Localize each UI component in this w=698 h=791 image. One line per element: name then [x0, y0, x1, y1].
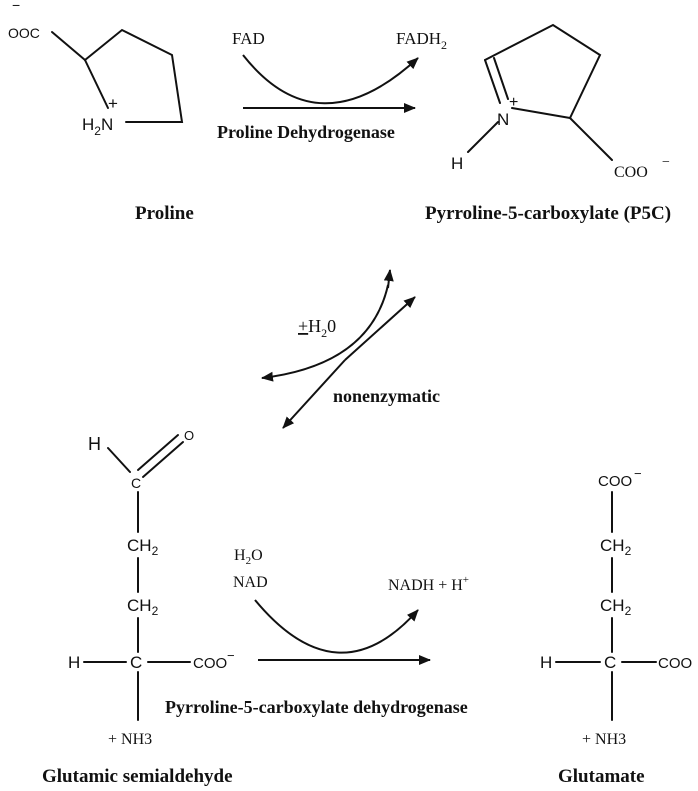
step2-arrow-down — [282, 359, 346, 429]
step3-cofactor-out: NADH + H+ — [388, 574, 469, 594]
proline-plus: + — [108, 94, 118, 113]
glutamate-minus: − — [634, 466, 642, 481]
p5c-carboxylate: COO — [614, 164, 648, 181]
glutamate-structure: COO − CH2 CH2 H C COO + NH3 Glutamate — [540, 466, 692, 787]
step3-enzyme: Pyrroline-5-carboxylate dehydrogenase — [165, 697, 468, 717]
step1-enzyme: Proline Dehydrogenase — [217, 122, 395, 142]
step1-reaction: FAD FADH2 Proline Dehydrogenase — [217, 29, 447, 142]
step3-water: H2O — [234, 547, 263, 567]
proline-ring — [84, 28, 184, 123]
proline-carboxylate-label: OOC — [8, 25, 40, 41]
p5c-plus: + — [509, 94, 518, 111]
gsa-minus: − — [227, 648, 235, 663]
gsa-co-double-bond — [137, 434, 184, 478]
p5c-double-bond — [484, 57, 509, 104]
step2-water-curve-head — [383, 269, 394, 289]
glutamate-ch2-1: CH2 — [600, 536, 632, 558]
gsa-h-alpha: H — [68, 653, 80, 672]
step1-cofactor-arrow — [242, 54, 419, 105]
gsa-amine: + NH3 — [108, 731, 152, 748]
glutamate-name: Glutamate — [558, 766, 645, 787]
p5c-n: N — [497, 110, 509, 129]
p5c-nh-bond — [467, 121, 499, 153]
step2-reaction: +H20 nonenzymatic — [261, 269, 440, 429]
gsa-c: C — [131, 475, 141, 491]
step2-water-curve-arrow — [261, 284, 389, 382]
step3-reaction: H2O NAD NADH + H+ Pyrroline-5-carboxylat… — [165, 547, 469, 717]
p5c-ring — [484, 23, 602, 120]
proline-minus: − — [12, 0, 20, 13]
step3-cofactor-arrow — [254, 599, 419, 654]
gsa-o: O — [184, 428, 194, 443]
glutamate-carboxylate-top: COO — [598, 473, 632, 490]
step1-cofactor-out: FADH2 — [396, 29, 447, 52]
glutamate-amine: + NH3 — [582, 731, 626, 748]
gsa-ch2-2: CH2 — [127, 596, 159, 618]
step2-arrow-up — [344, 296, 416, 361]
step1-cofactor-in: FAD — [232, 29, 265, 48]
glutamate-ch2-2: CH2 — [600, 596, 632, 618]
step3-cofactor-in: NAD — [233, 574, 268, 591]
proline-name: Proline — [135, 203, 194, 224]
proline-structure: − OOC H2N + Proline — [8, 0, 194, 224]
step2-label: nonenzymatic — [333, 386, 440, 406]
p5c-structure: N + H COO − Pyrroline-5-carboxylate (P5C… — [425, 23, 671, 224]
proline-carboxyl-bond — [51, 31, 86, 61]
p5c-h: H — [451, 154, 463, 173]
gsa-hc-bond — [107, 447, 131, 473]
gsa-structure: H O C CH2 CH2 H C COO − + NH3 Glutamic s… — [42, 428, 235, 787]
gsa-name: Glutamic semialdehyde — [42, 766, 233, 787]
p5c-minus: − — [662, 155, 670, 170]
glutamate-c-alpha: C — [604, 653, 616, 672]
gsa-ch2-1: CH2 — [127, 536, 159, 558]
proline-ring-n-bond — [84, 59, 109, 109]
gsa-h: H — [88, 434, 101, 454]
p5c-carboxyl-bond — [569, 117, 613, 161]
glutamate-carboxylate: COO — [658, 655, 692, 672]
step2-water: +H20 — [298, 316, 336, 340]
glutamate-h-alpha: H — [540, 653, 552, 672]
p5c-name: Pyrroline-5-carboxylate (P5C) — [425, 203, 671, 224]
proline-amine-h: H2N — [82, 115, 113, 138]
gsa-c-alpha: C — [130, 653, 142, 672]
gsa-carboxylate: COO — [193, 655, 227, 672]
